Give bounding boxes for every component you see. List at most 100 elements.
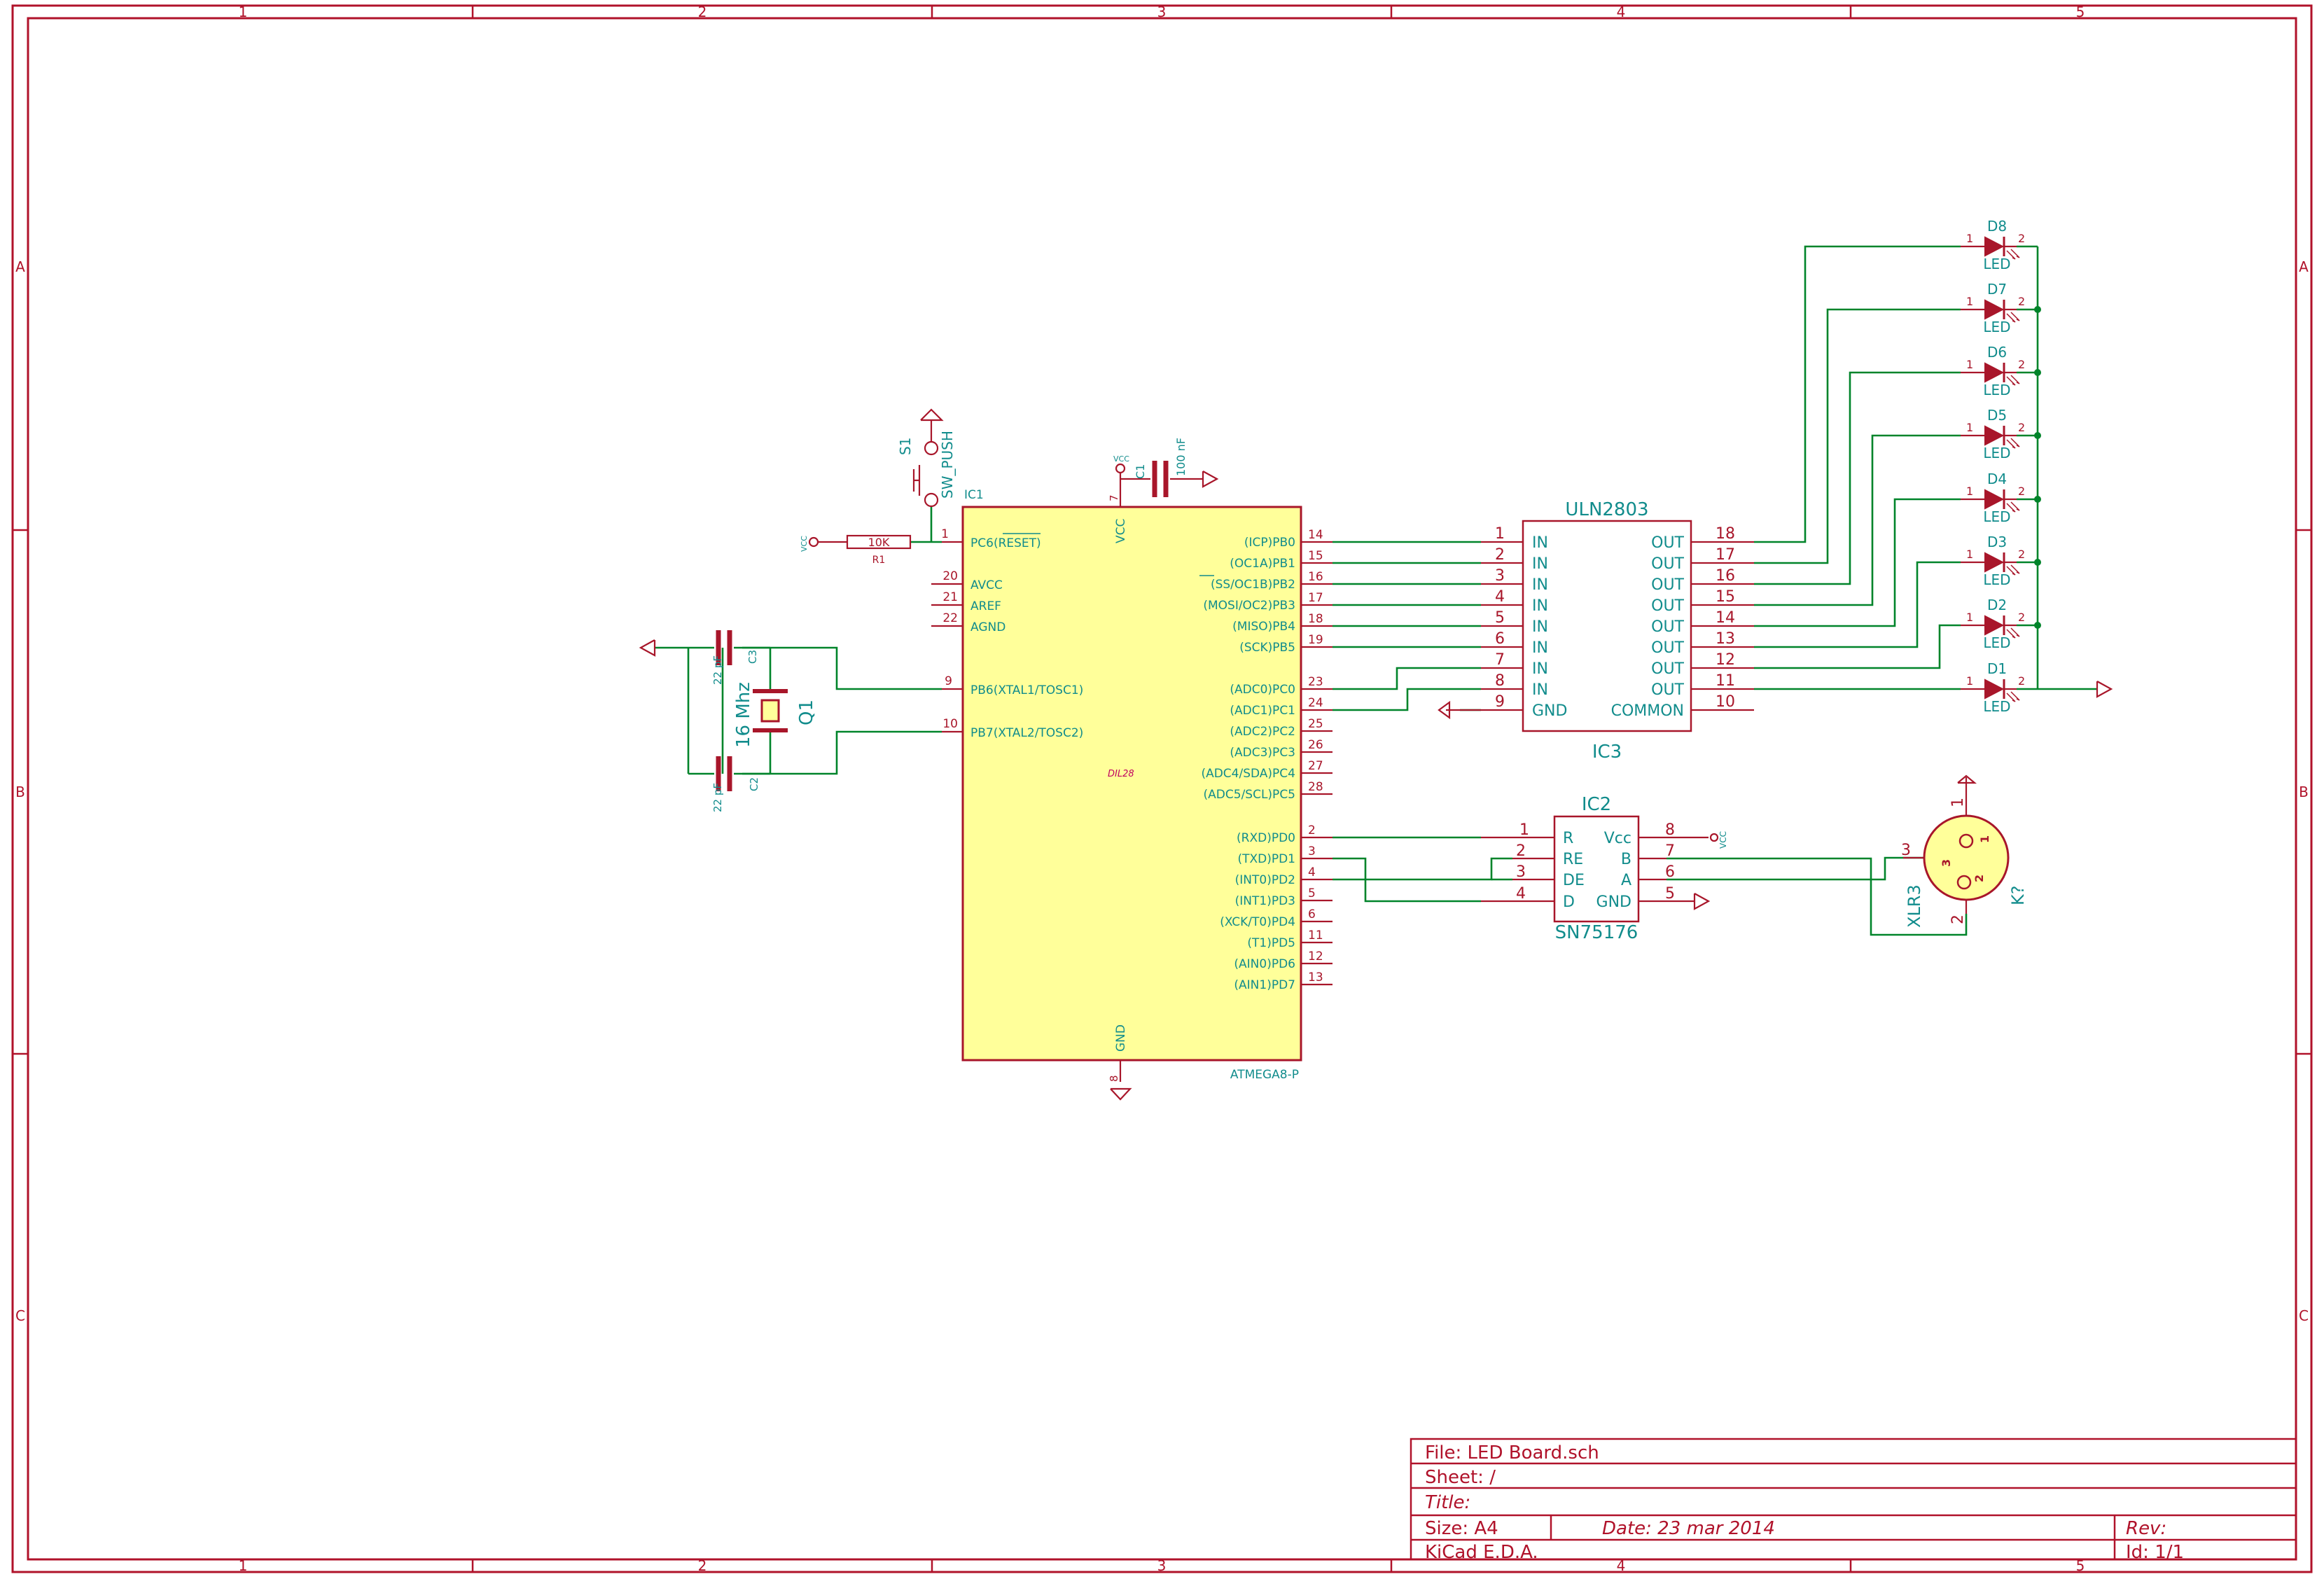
ic3-out-pin-num: 16: [1716, 567, 1735, 585]
ic1-pin-num-right: 6: [1308, 907, 1316, 921]
ic3-in-label: IN: [1532, 660, 1548, 678]
xlr-pin-2: 2: [1972, 875, 1986, 882]
ic1-pin-num-right: 18: [1308, 612, 1323, 626]
title-block-rev: Rev:: [2126, 1518, 2166, 1539]
ic1-pin-name-left: AREF: [970, 599, 1001, 613]
ic1-pin-num-right: 5: [1308, 886, 1316, 900]
q1-body: [760, 699, 780, 723]
led-pin-1: 1: [1966, 232, 1973, 245]
title-block-size: Size: A4: [1425, 1518, 1498, 1539]
ic3-out-pin-num: 13: [1716, 630, 1735, 648]
xlr-ext-pin-3: 3: [1901, 842, 1911, 859]
reset-switch-s1[interactable]: S1 SW_PUSH: [897, 408, 956, 508]
ic1-pin-name-right: (INT1)PD3: [1235, 894, 1295, 908]
ic1-pin-name-right: (MOSI/OC2)PB3: [1203, 599, 1295, 613]
ic2-pin-num: 2: [1516, 842, 1526, 860]
c2-value: 22 pF: [711, 783, 724, 812]
ic1-gnd-label: GND: [1114, 1024, 1128, 1052]
ic1-vcc-label: VCC: [1114, 519, 1128, 543]
led-ref: D6: [1987, 344, 2007, 361]
led-pin-2: 2: [2018, 232, 2025, 245]
xlr-pin-3: 3: [1940, 859, 1953, 867]
wires: [655, 245, 2097, 936]
ic3-in-pin-num: 6: [1495, 630, 1505, 648]
ic1-pin-num-right: 11: [1308, 928, 1323, 942]
ic1-pin-num-left: 20: [942, 569, 958, 583]
xlr-value: XLR3: [1905, 884, 1924, 928]
ic3-in-pin-num: 4: [1495, 588, 1505, 606]
ic1-gnd-pin: 8: [1108, 1075, 1120, 1082]
ic1-atmega8[interactable]: IC1 ATMEGA8-P DIL28 VCC 7 GND 8 1 PC6(RE…: [931, 487, 1333, 1101]
led-triangle: [1984, 615, 2005, 636]
ic1-pin-num-right: 19: [1308, 633, 1323, 647]
led-triangle: [1984, 425, 2005, 446]
ic3-in-label: IN: [1532, 681, 1548, 699]
border-row-right-a: A: [2299, 258, 2309, 275]
led-triangle: [1984, 552, 2005, 573]
ic3-uln2803[interactable]: 1IN18OUT2IN17OUT3IN16OUT4IN15OUT5IN14OUT…: [1438, 499, 1754, 763]
ic1-pin-num-right: 27: [1308, 759, 1323, 773]
q1-value: 16 Mhz: [733, 682, 754, 748]
ic2-pin-name: R: [1563, 830, 1573, 847]
ic3-in-label: IN: [1532, 639, 1548, 657]
ic3-in-pin-num: 1: [1495, 525, 1505, 543]
border-col-top-5: 5: [2076, 4, 2085, 20]
capacitor-c1[interactable]: VCC C1 100 nF: [1113, 438, 1219, 497]
ic1-value: ATMEGA8-P: [1230, 1068, 1299, 1082]
led-pin-1: 1: [1966, 548, 1973, 561]
led-pin-1: 1: [1966, 421, 1973, 434]
ic1-pin-name-left: PB7(XTAL2/TOSC2): [970, 726, 1083, 740]
led-pin-2: 2: [2018, 421, 2025, 434]
led-value: LED: [1983, 571, 2010, 588]
border-col-bottom-1: 1: [239, 1557, 248, 1574]
ic1-pin-num-right: 3: [1308, 844, 1316, 858]
ic2-pin-name: DE: [1563, 872, 1585, 889]
ic1-pin-num-right: 15: [1308, 549, 1323, 563]
ic2-pin-num: 5: [1665, 885, 1675, 903]
ic1-pin-name-left: PC6(RESET): [970, 536, 1041, 550]
ic1-pin-name-right: (ADC1)PC1: [1230, 704, 1295, 718]
led-pin-1: 1: [1966, 358, 1973, 371]
ic3-out-label: OUT: [1651, 576, 1684, 594]
c2-ref: C2: [748, 777, 760, 791]
ic1-pin-name-right: (OC1A)PB1: [1230, 557, 1295, 571]
ic1-pin-num-left: 22: [942, 611, 958, 625]
ic1-pin-name-right: (SS/OC1B)PB2: [1211, 578, 1295, 592]
led-value: LED: [1983, 256, 2010, 272]
ic1-package: DIL28: [1108, 769, 1134, 779]
ic3-in-label: IN: [1532, 534, 1548, 552]
ic1-pin-name-right: (ADC5/SCL)PC5: [1204, 788, 1295, 802]
xlr-ref: K?: [2008, 886, 2028, 905]
led-ref: D1: [1987, 660, 2007, 677]
ic1-pin-name-right: (ADC4/SDA)PC4: [1201, 767, 1295, 781]
border-col-top-3: 3: [1157, 4, 1167, 20]
xlr-ext-pin-1: 1: [1949, 798, 1967, 807]
wire-junctions: [2034, 306, 2041, 629]
xlr-connector[interactable]: 1 2 3 1 2 3 XLR3 K?: [1901, 774, 2028, 928]
ic1-pin-name-right: (ADC3)PC3: [1230, 746, 1295, 760]
s1-value: SW_PUSH: [939, 431, 956, 499]
ic3-out-pin-num: 18: [1716, 525, 1735, 543]
crystal-q1[interactable]: C3 22 pF C2 22 pF 16 Mhz Q1: [639, 630, 817, 812]
ic3-in-label: IN: [1532, 555, 1548, 573]
resistor-r1[interactable]: 10K R1 VCC: [800, 534, 912, 566]
ic1-pin-num-left: 21: [942, 590, 958, 604]
ic1-pin-num-right: 16: [1308, 570, 1323, 584]
ic2-pin-num: 8: [1665, 821, 1675, 839]
ic1-pin-name-right: (SCK)PB5: [1239, 641, 1295, 655]
ic1-pin-name-right: (ADC0)PC0: [1230, 683, 1295, 697]
border-row-left-c: C: [15, 1307, 25, 1324]
ic1-right-pins: (ICP)PB0(OC1A)PB1(SS/OC1B)PB2(MOSI/OC2)P…: [1201, 528, 1323, 992]
border-row-left-b: B: [15, 784, 25, 800]
ic2-pin-name: A: [1621, 872, 1631, 889]
ic3-gnd-pin: 9: [1495, 693, 1505, 711]
ic2-sn75176[interactable]: 1 2 3 4 R RE DE D 8 7 6 5 Vcc B A GND IC…: [1481, 794, 1728, 943]
